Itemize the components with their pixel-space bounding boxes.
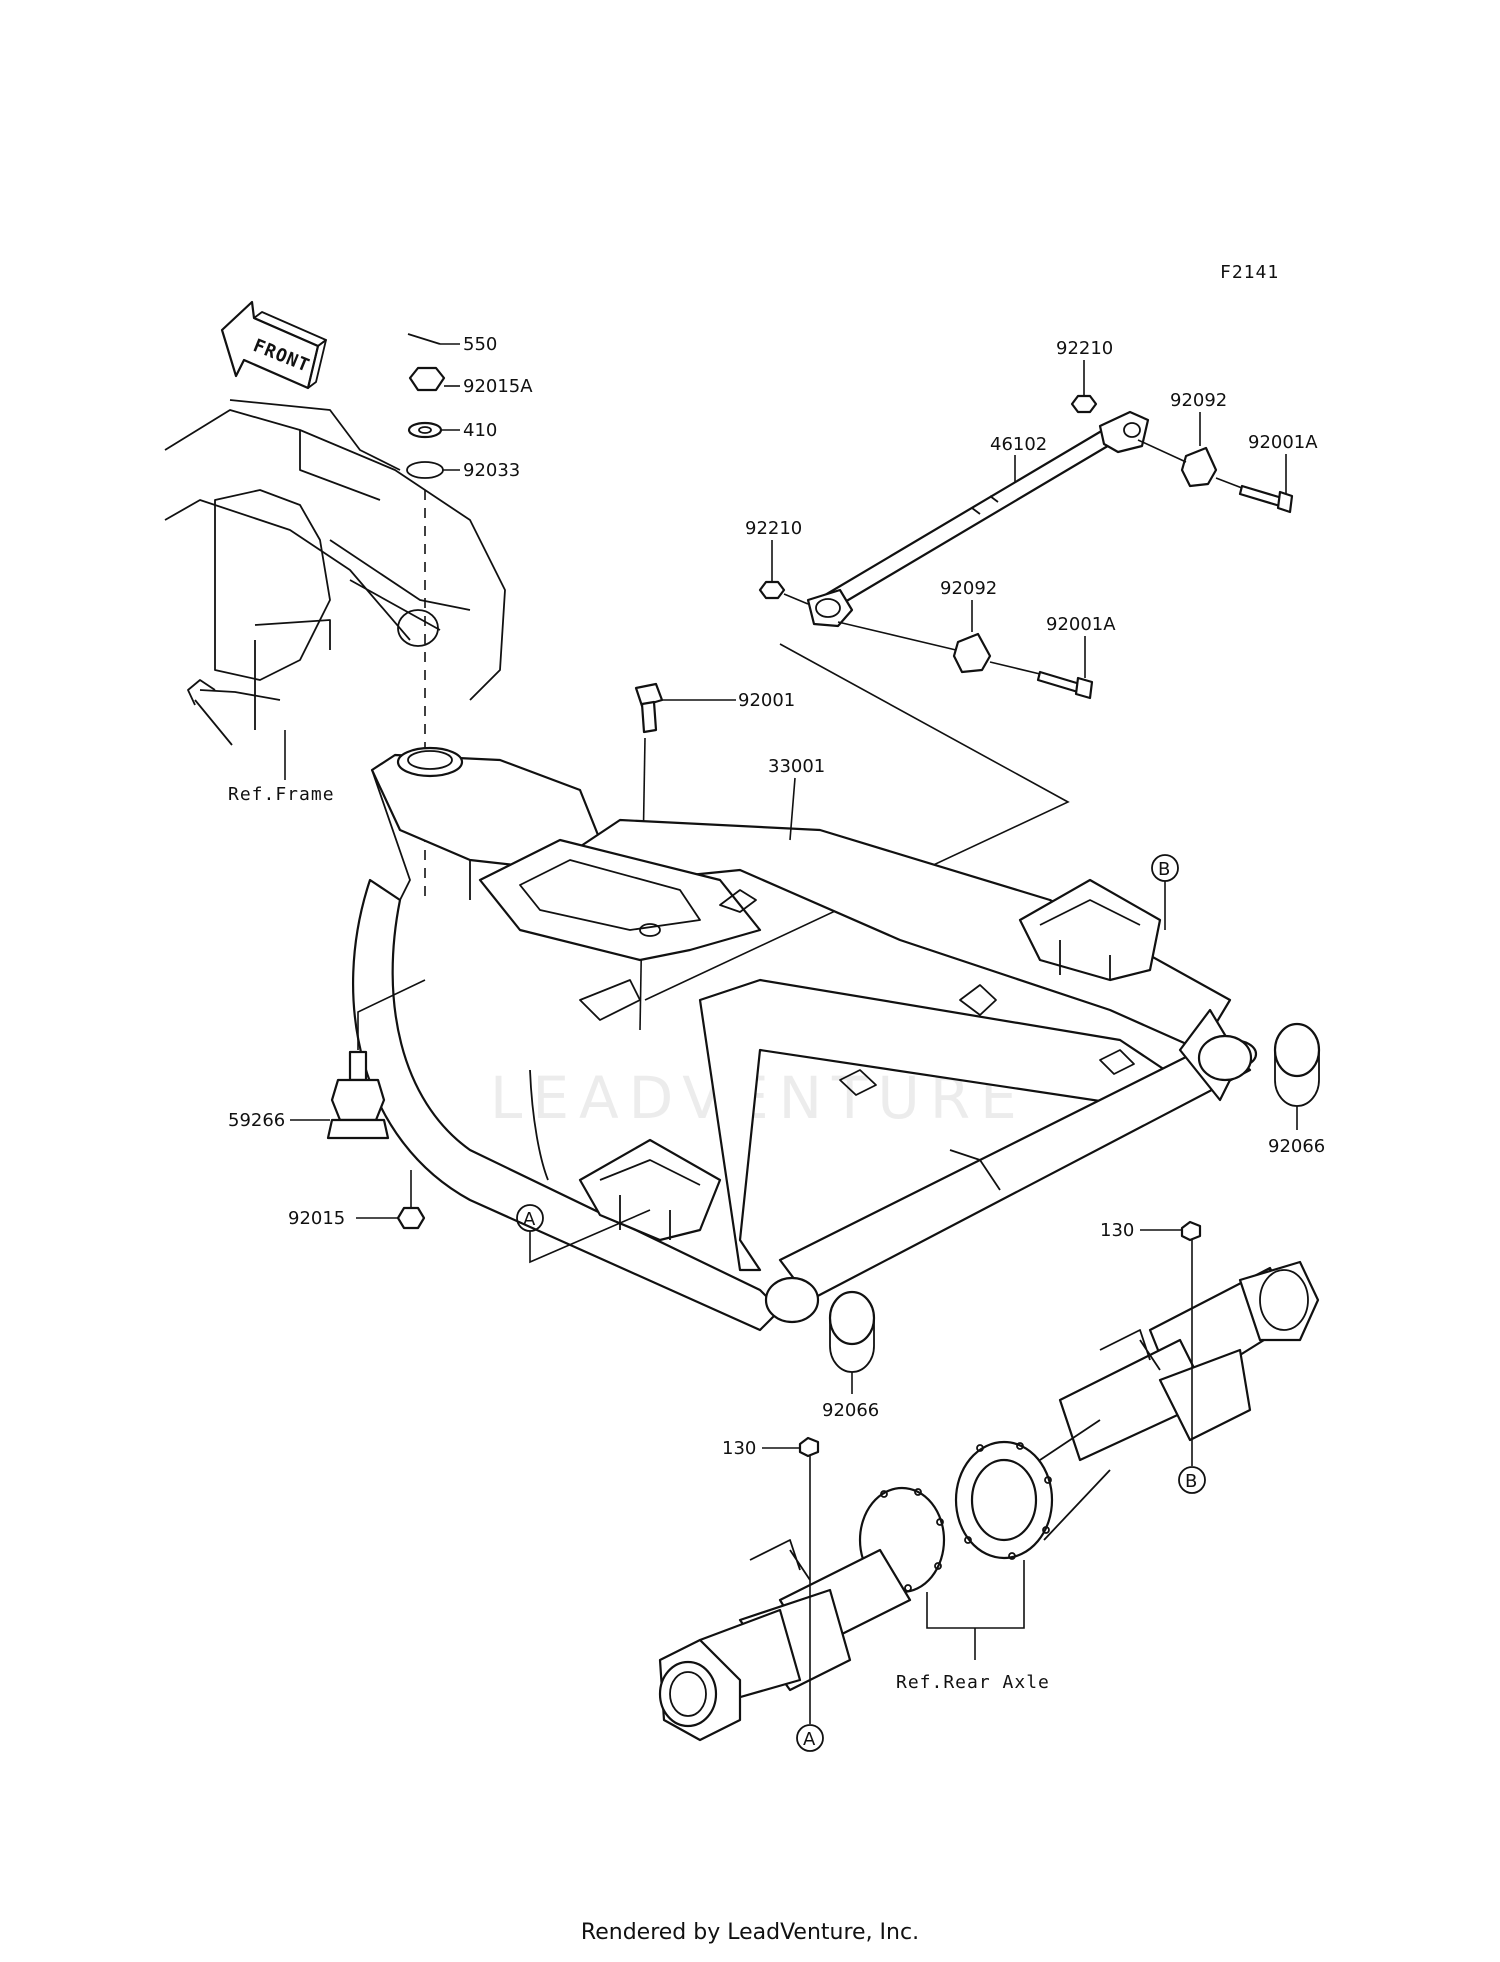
bolt-92001A-top-icon (1238, 484, 1284, 508)
ref-rear-axle-section: Ref.Rear Axle (896, 1560, 1050, 1693)
cotter-pin-icon (407, 333, 441, 345)
part-92015A-label: 92015A (463, 376, 533, 397)
nut-92210-top-icon (1070, 394, 1098, 414)
part-130-right-label: 130 (1100, 1220, 1134, 1241)
castle-nut-icon (408, 366, 446, 392)
cap-92066-right-icon (1273, 1022, 1321, 1078)
circlip-icon (406, 461, 444, 479)
rear-axle-right: 130 B (954, 1220, 1320, 1560)
part-92001A-top-label: 92001A (1248, 432, 1318, 453)
part-92210-top-label: 92210 (1056, 338, 1113, 359)
part-92015-label: 92015 (288, 1208, 345, 1229)
pivot-bolt-59266-icon (348, 1050, 368, 1082)
tie-rod-assembly: 46102 92210 92092 92001A 92210 92092 920… (644, 338, 1318, 1001)
part-92001-label: 92001 (738, 690, 795, 711)
part-92066-right-label: 92066 (1268, 1136, 1325, 1157)
part-59266-label: 59266 (228, 1110, 285, 1131)
part-130-left-label: 130 (722, 1438, 756, 1459)
marker-a-axle-icon (796, 1724, 824, 1752)
marker-a-frame: A (523, 1209, 536, 1230)
rear-axle-left: 130 A (658, 1436, 946, 1752)
part-92001A-low-label: 92001A (1046, 614, 1116, 635)
bolt-92001A-low-icon (1036, 670, 1082, 694)
part-92210-low-label: 92210 (745, 518, 802, 539)
nut-92210-low-icon (758, 580, 786, 600)
bolt-130-right-icon (1180, 1220, 1202, 1242)
part-92092-low-label: 92092 (940, 578, 997, 599)
bolt-130-left-icon (798, 1436, 820, 1458)
marker-b-axle-icon (1178, 1466, 1206, 1494)
nut-92015: 92015 (288, 1170, 426, 1230)
pivot-bolt-59266: 59266 (228, 979, 426, 1140)
pivot-hardware-stack: 550 92015A 410 92033 (406, 333, 533, 900)
bushing-92092-low-icon (952, 632, 992, 674)
part-92066-low-label: 92066 (822, 1400, 879, 1421)
cap-92066-low-icon (828, 1290, 876, 1346)
washer-icon (407, 421, 443, 439)
part-33001-label: 33001 (768, 756, 825, 777)
ref-frame-label: Ref.Frame (228, 784, 335, 805)
nut-92015-icon (396, 1206, 426, 1230)
marker-b-frame: B (1158, 859, 1170, 880)
part-92092-top-label: 92092 (1170, 390, 1227, 411)
bolt-92001: 92001 (634, 682, 795, 1031)
front-arrow-icon: FRONT (220, 300, 327, 390)
footer-credit: Rendered by LeadVenture, Inc. (580, 1920, 920, 1945)
figure-code: F2141 (1220, 262, 1279, 283)
swing-arm-frame-33001: 33001 B A (352, 746, 1258, 1332)
marker-a-axle: A (803, 1729, 816, 1750)
ref-rear-axle-label: Ref.Rear Axle (896, 1672, 1050, 1693)
bushing-92092-top-icon (1180, 446, 1218, 488)
part-550-label: 550 (463, 334, 497, 355)
marker-b-axle: B (1185, 1471, 1197, 1492)
ref-frame-section: Ref.Frame (164, 399, 506, 805)
caps-92066: 92066 92066 (822, 1022, 1325, 1421)
part-46102-label: 46102 (990, 434, 1047, 455)
part-92033-label: 92033 (463, 460, 520, 481)
part-410-label: 410 (463, 420, 497, 441)
